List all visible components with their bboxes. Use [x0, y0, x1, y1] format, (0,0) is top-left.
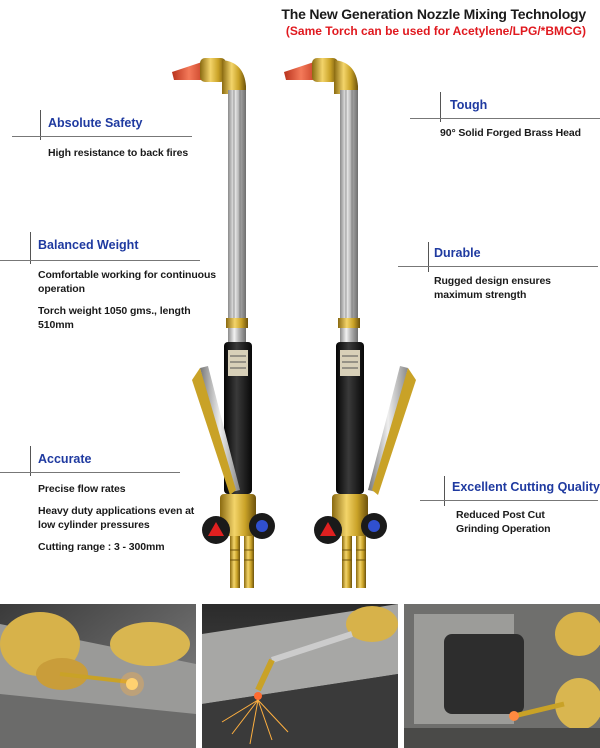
torch-right [284, 58, 416, 588]
feature-desc: Rugged design ensures maximum strength [434, 274, 594, 310]
torch-sparks-photo-icon [202, 604, 398, 748]
feature-accurate: Accurate Precise flow rates Heavy duty a… [0, 446, 200, 566]
feature-line: Torch weight 1050 gms., length 510mm [38, 305, 191, 331]
photo-torch-sparks [202, 604, 398, 748]
feature-desc: 90° Solid Forged Brass Head [440, 126, 600, 148]
feature-excellent-cutting-quality: Excellent Cutting Quality Reduced Post C… [420, 476, 600, 546]
feature-line: Grinding Operation [456, 523, 551, 535]
feature-title: Excellent Cutting Quality [452, 480, 600, 494]
header-title: The New Generation Nozzle Mixing Technol… [281, 6, 586, 22]
feature-tough: Tough 90° Solid Forged Brass Head [400, 92, 600, 152]
feature-title: Accurate [38, 452, 92, 466]
feature-desc: Reduced Post Cut Grinding Operation [456, 508, 596, 536]
feature-title: Tough [450, 98, 488, 112]
torch-left [172, 58, 275, 588]
photo-welder-cutting [0, 604, 196, 748]
feature-absolute-safety: Absolute Safety High resistance to back … [0, 110, 200, 170]
feature-line: Precise flow rates [38, 483, 126, 495]
feature-line: High resistance to back fires [48, 147, 189, 159]
feature-desc: Precise flow rates Heavy duty applicatio… [38, 482, 198, 562]
torch-illustration [170, 50, 440, 600]
feature-line: Reduced Post Cut [456, 509, 545, 521]
photo-strip [0, 604, 600, 748]
feature-title: Balanced Weight [38, 238, 139, 252]
feature-desc: High resistance to back fires [48, 146, 198, 168]
feature-title: Absolute Safety [48, 116, 143, 130]
feature-line: Cutting range : 3 - 300mm [38, 541, 165, 553]
photo-torch-steel [404, 604, 600, 748]
feature-line: 90° Solid Forged Brass Head [440, 127, 581, 139]
torch-pair-icon [172, 58, 416, 588]
feature-title: Durable [434, 246, 481, 260]
header-subtitle: (Same Torch can be used for Acetylene/LP… [285, 24, 586, 38]
feature-balanced-weight: Balanced Weight Comfortable working for … [0, 232, 230, 332]
feature-line: Heavy duty applications even at low cyli… [38, 505, 195, 531]
welder-gloves-cutting-photo-icon [0, 604, 196, 748]
feature-durable: Durable Rugged design ensures maximum st… [398, 242, 600, 312]
torch-on-steel-photo-icon [404, 604, 600, 748]
feature-desc: Comfortable working for continuous opera… [38, 268, 228, 340]
feature-line: Rugged design ensures maximum strength [434, 275, 551, 301]
feature-line: Comfortable working for continuous opera… [38, 269, 217, 295]
